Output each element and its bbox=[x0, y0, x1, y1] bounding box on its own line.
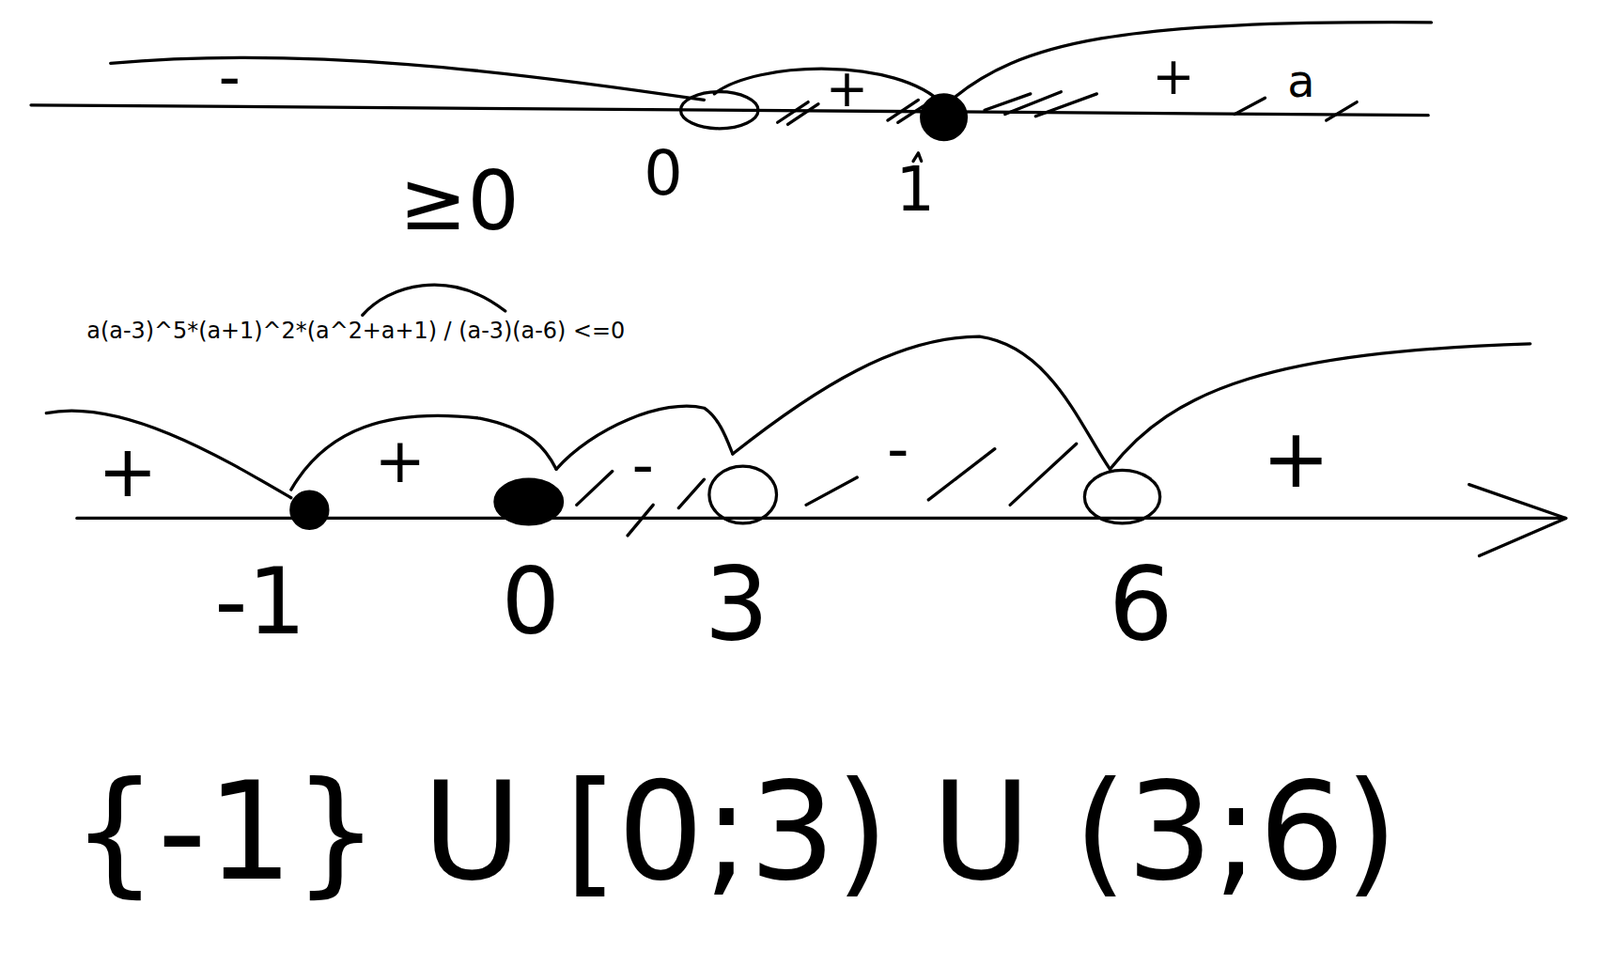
answer-set: {-1} U [0;3) U (3;6) bbox=[71, 763, 1399, 900]
axis-number: 0 bbox=[501, 556, 560, 649]
sign-mark: - bbox=[631, 434, 654, 496]
sign-mark: + bbox=[373, 430, 426, 492]
sign-mark: + bbox=[1261, 418, 1331, 500]
inequality-formula: a(a-3)^5*(a+1)^2*(a^2+a+1) / (a-3)(a-6) … bbox=[86, 320, 625, 343]
filled-point bbox=[921, 94, 967, 140]
open-point bbox=[680, 92, 759, 129]
hatching bbox=[806, 443, 1077, 505]
factor-arc bbox=[362, 284, 506, 315]
axis-number: 1 bbox=[895, 158, 934, 220]
axis-number: 0 bbox=[643, 142, 683, 204]
filled-point bbox=[495, 479, 563, 525]
variable-label: a bbox=[1287, 59, 1315, 105]
hatching bbox=[984, 92, 1097, 117]
sign-mark: - bbox=[218, 46, 242, 108]
sign-curve bbox=[732, 336, 1111, 469]
open-point bbox=[1084, 469, 1160, 523]
axis-arrow bbox=[1469, 484, 1567, 557]
axis-number: 6 bbox=[1108, 553, 1174, 656]
sign-curve bbox=[46, 410, 292, 498]
axis-number: 3 bbox=[704, 553, 770, 656]
filled-point bbox=[291, 491, 328, 529]
sign-mark: - bbox=[886, 418, 910, 480]
axis-number: -1 bbox=[214, 556, 306, 649]
sign-curve bbox=[110, 57, 705, 100]
sign-mark: + bbox=[825, 63, 870, 115]
condition-note: ≥0 bbox=[399, 160, 520, 243]
open-point bbox=[709, 466, 777, 524]
sign-mark: + bbox=[97, 435, 158, 508]
sign-mark: + bbox=[1151, 51, 1196, 103]
